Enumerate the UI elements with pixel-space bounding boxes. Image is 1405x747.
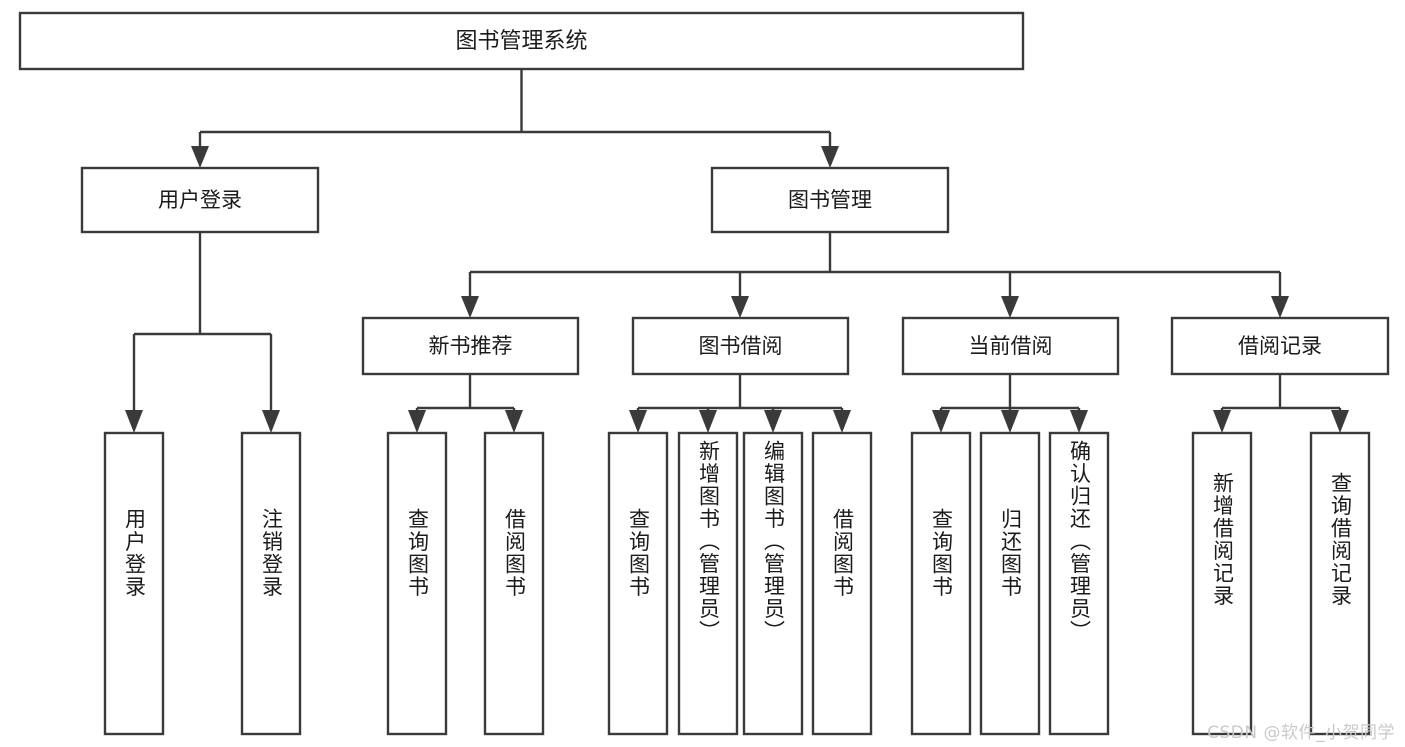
csdn-watermark: CSDN @软件_小贺同学 <box>1207 723 1395 743</box>
leaf-box-confirm-return-admin[interactable] <box>1048 431 1110 736</box>
connector-newbook-to-leaves <box>408 374 523 433</box>
leaf-label-query-book-recommend: 查询图书 <box>405 508 430 598</box>
leaf-label-query-book-borrow: 查询图书 <box>626 508 651 598</box>
node-book-management-label: 图书管理 <box>788 188 872 212</box>
connector-borrowrecords-to-leaves <box>1213 374 1349 433</box>
leaf-box-borrow-book-recommend[interactable] <box>483 431 545 736</box>
leaf-box-query-book-current[interactable] <box>910 431 972 736</box>
leaf-box-query-borrow-record[interactable] <box>1309 431 1371 736</box>
leaf-label-confirm-return-admin: 确认归还（管理员） <box>1067 440 1092 643</box>
node-borrow-records-label: 借阅记录 <box>1238 334 1322 358</box>
leaf-box-add-borrow-record[interactable] <box>1191 431 1253 736</box>
leaf-box-query-book-recommend[interactable] <box>386 431 448 736</box>
leaf-label-borrow-book-recommend: 借阅图书 <box>502 508 527 598</box>
leaf-box-return-book[interactable] <box>979 431 1041 736</box>
connector-userlogin-to-leaves <box>125 232 280 433</box>
node-user-login-label: 用户登录 <box>158 188 242 212</box>
node-current-borrow-label: 当前借阅 <box>969 334 1053 358</box>
connector-bookmgmt-to-level3 <box>461 232 1289 318</box>
leaf-label-add-book-admin: 新增图书（管理员） <box>696 440 721 643</box>
leaf-label-edit-book-admin: 编辑图书（管理员） <box>761 440 786 643</box>
leaf-label-user-login: 用户登录 <box>122 508 147 598</box>
node-new-book-recommend-label: 新书推荐 <box>429 334 513 358</box>
node-current-borrow[interactable]: 当前借阅 <box>901 316 1120 376</box>
leaf-box-borrow-book[interactable] <box>811 431 873 736</box>
connector-bookborrow-to-leaves <box>629 374 851 433</box>
node-new-book-recommend[interactable]: 新书推荐 <box>361 316 580 376</box>
leaf-label-return-book: 归还图书 <box>998 508 1023 598</box>
node-book-borrow-label: 图书借阅 <box>699 334 783 358</box>
leaf-label-borrow-book: 借阅图书 <box>830 508 855 598</box>
leaf-box-query-book-borrow[interactable] <box>607 431 669 736</box>
leaf-label-logout: 注销登录 <box>259 508 284 598</box>
leaf-box-add-book-admin[interactable] <box>677 431 739 736</box>
node-root-label: 图书管理系统 <box>455 29 587 54</box>
leaf-box-user-login[interactable] <box>103 431 165 736</box>
leaf-box-logout[interactable] <box>240 431 302 736</box>
node-root-book-management-system[interactable]: 图书管理系统 <box>18 11 1025 71</box>
leaf-label-query-borrow-record: 查询借阅记录 <box>1328 472 1353 607</box>
node-book-management[interactable]: 图书管理 <box>710 166 950 234</box>
node-borrow-records[interactable]: 借阅记录 <box>1170 316 1390 376</box>
leaf-label-add-borrow-record: 新增借阅记录 <box>1210 472 1235 607</box>
node-user-login[interactable]: 用户登录 <box>80 166 320 234</box>
node-book-borrow[interactable]: 图书借阅 <box>631 316 850 376</box>
leaf-label-query-book-current: 查询图书 <box>929 508 954 598</box>
leaf-box-edit-book-admin[interactable] <box>742 431 804 736</box>
connector-root-to-level2 <box>191 69 839 168</box>
connector-currentborrow-to-leaves <box>932 374 1088 433</box>
